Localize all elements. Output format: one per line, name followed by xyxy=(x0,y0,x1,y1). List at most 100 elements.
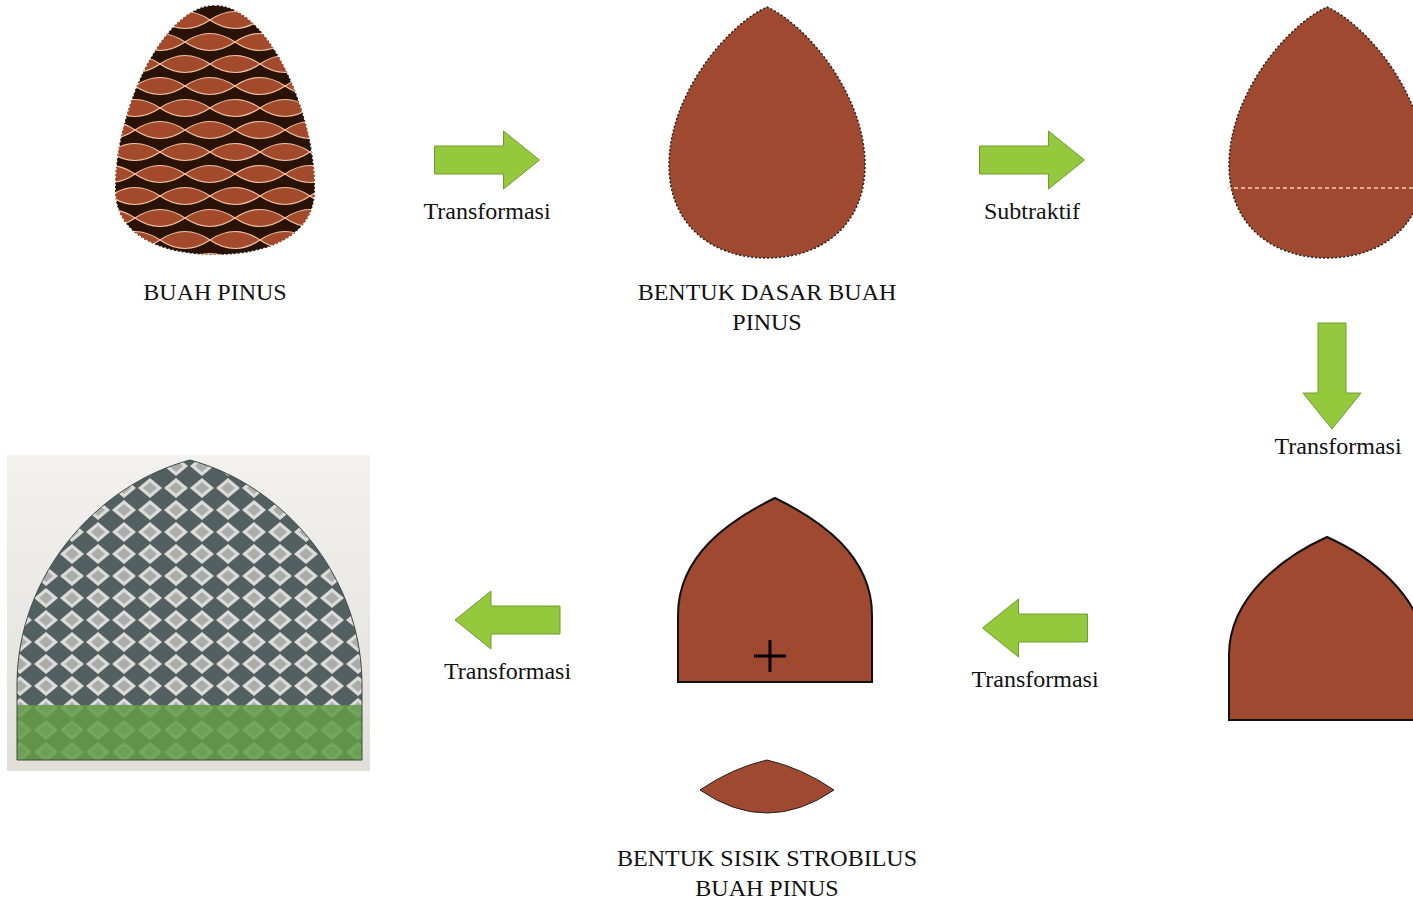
cone-scale xyxy=(185,166,235,183)
arrow-label: Subtraktif xyxy=(984,196,1080,226)
cone-scale xyxy=(185,210,235,227)
cone-scale xyxy=(160,100,210,117)
cone-outline xyxy=(115,5,315,255)
drawing-part xyxy=(105,12,325,263)
glass-sheen xyxy=(7,455,370,771)
cone-scale xyxy=(105,232,110,249)
shape-illustration xyxy=(675,495,875,685)
cone-scale xyxy=(185,122,235,139)
cone-scale xyxy=(160,188,210,205)
cone-scale xyxy=(210,100,260,117)
shape-illustration xyxy=(1227,535,1413,723)
cone-scale xyxy=(105,34,135,51)
block-arrow xyxy=(980,131,1085,189)
shape-illustration xyxy=(1227,5,1413,261)
scale-shape xyxy=(700,760,834,813)
shape-node xyxy=(7,455,370,771)
block-arrow xyxy=(1303,323,1361,429)
shape-illustration xyxy=(7,455,370,771)
cone-scale xyxy=(285,210,325,227)
cone-scale xyxy=(235,78,285,95)
cone-scale xyxy=(235,254,285,263)
cone-scale xyxy=(105,166,135,183)
egg-shape xyxy=(1229,7,1413,258)
shape-node xyxy=(1227,5,1413,261)
cone-scale xyxy=(260,100,310,117)
shape-node xyxy=(675,495,875,685)
cone-scale xyxy=(210,144,260,161)
cone-scale xyxy=(310,56,325,73)
cone-scale xyxy=(105,78,135,95)
cone-scale xyxy=(260,188,310,205)
cone-scale xyxy=(210,188,260,205)
shape-illustration xyxy=(667,5,867,261)
cone-scale xyxy=(235,122,285,139)
cone-scale xyxy=(110,232,160,249)
shape-node: BENTUK SISIK STROBILUS BUAH PINUS xyxy=(582,758,952,903)
cone-scale xyxy=(310,188,325,205)
cone-scale xyxy=(285,34,325,51)
cone-scale xyxy=(310,100,325,117)
cone-scale xyxy=(210,232,260,249)
cone-scale xyxy=(105,254,135,263)
dome-shape xyxy=(678,498,872,682)
cone-scale xyxy=(135,210,185,227)
cut-line xyxy=(1227,187,1413,189)
cone-scale xyxy=(110,188,160,205)
cone-scale xyxy=(160,232,210,249)
arrow-label: Transformasi xyxy=(444,656,571,686)
cone-scale xyxy=(160,144,210,161)
cone-scale xyxy=(185,254,235,263)
cone-scale xyxy=(285,122,325,139)
shape-illustration xyxy=(105,0,325,262)
cone-scale xyxy=(160,56,210,73)
cone-scale xyxy=(135,122,185,139)
arrow-label: Transformasi xyxy=(423,196,550,226)
dome-outline xyxy=(17,460,362,760)
cone-scale xyxy=(110,56,160,73)
cone-scale xyxy=(105,100,110,117)
cone-scale xyxy=(285,254,325,263)
block-arrow xyxy=(983,599,1088,657)
cone-scale xyxy=(285,166,325,183)
cone-scale xyxy=(105,56,110,73)
shape-node xyxy=(1227,535,1413,723)
cone-scale xyxy=(235,34,285,51)
drawing-part xyxy=(7,455,370,771)
cone-scale xyxy=(110,100,160,117)
arrow-label: Transformasi xyxy=(971,664,1098,694)
cone-scale xyxy=(260,232,310,249)
shape-caption: BUAH PINUS xyxy=(105,277,325,307)
block-arrow xyxy=(455,591,560,649)
cone-scale xyxy=(260,56,310,73)
cone-scale xyxy=(160,12,210,29)
cone-scale xyxy=(110,12,160,29)
cone-scale xyxy=(105,188,110,205)
shape-caption: BENTUK DASAR BUAH PINUS xyxy=(637,277,897,337)
cone-scale xyxy=(135,78,185,95)
cone-scale xyxy=(235,210,285,227)
shape-node: BENTUK DASAR BUAH PINUS xyxy=(667,5,867,340)
cone-scale xyxy=(135,254,185,263)
cone-scale xyxy=(210,56,260,73)
dome-shape xyxy=(1229,537,1413,720)
cone-scale xyxy=(310,12,325,29)
cone-scale xyxy=(185,34,235,51)
cone-scale xyxy=(135,166,185,183)
cone-scale xyxy=(105,144,110,161)
shape-node: BUAH PINUS xyxy=(105,0,325,330)
cone-scale xyxy=(105,12,110,29)
cone-scale xyxy=(210,12,260,29)
cone-scale xyxy=(105,122,135,139)
egg-shape xyxy=(669,7,865,258)
plus-sign xyxy=(754,640,786,672)
cone-scale xyxy=(260,12,310,29)
shape-caption: BENTUK SISIK STROBILUS BUAH PINUS xyxy=(582,843,952,903)
cone-scale xyxy=(260,144,310,161)
render-background xyxy=(7,455,370,771)
arrow-label: Transformasi xyxy=(1274,431,1401,461)
cone-scale xyxy=(310,232,325,249)
cone-scale xyxy=(185,78,235,95)
shape-illustration xyxy=(582,758,952,828)
block-arrow xyxy=(435,131,540,189)
